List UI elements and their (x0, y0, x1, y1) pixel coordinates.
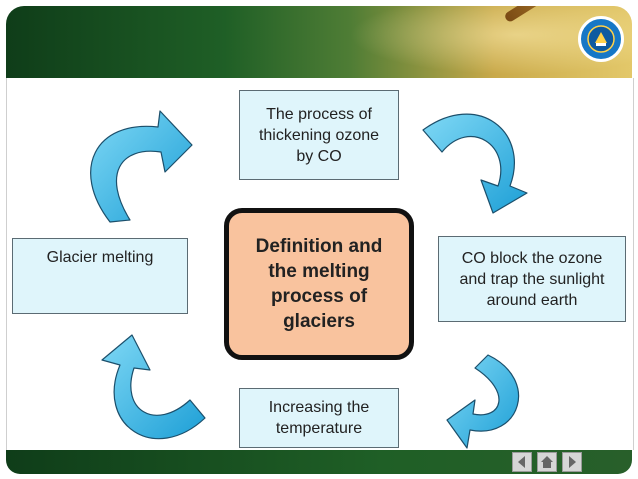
step-box-glacier-melting: Glacier melting (12, 238, 188, 314)
center-definition-box: Definition and the melting process of gl… (224, 208, 414, 360)
next-button[interactable] (562, 452, 582, 472)
step-label: The process of thickening ozone by CO (258, 105, 380, 165)
step-label: Glacier melting (46, 249, 154, 266)
step-box-thickening-ozone: The process of thickening ozone by CO (239, 90, 399, 180)
center-label: Definition and the melting process of gl… (255, 236, 383, 332)
step-label: Increasing the temperature (268, 399, 370, 437)
home-icon (541, 456, 553, 468)
step-label: CO block the ozone and trap the sunlight… (459, 249, 605, 309)
arrow-left-icon (518, 456, 525, 468)
prev-button[interactable] (512, 452, 532, 472)
arrow-right-icon (569, 456, 576, 468)
slide-header (6, 6, 632, 78)
institution-logo-icon (578, 16, 624, 62)
step-box-co-block-ozone: CO block the ozone and trap the sunlight… (438, 236, 626, 322)
step-box-increasing-temperature: Increasing the temperature (239, 388, 399, 448)
home-button[interactable] (537, 452, 557, 472)
